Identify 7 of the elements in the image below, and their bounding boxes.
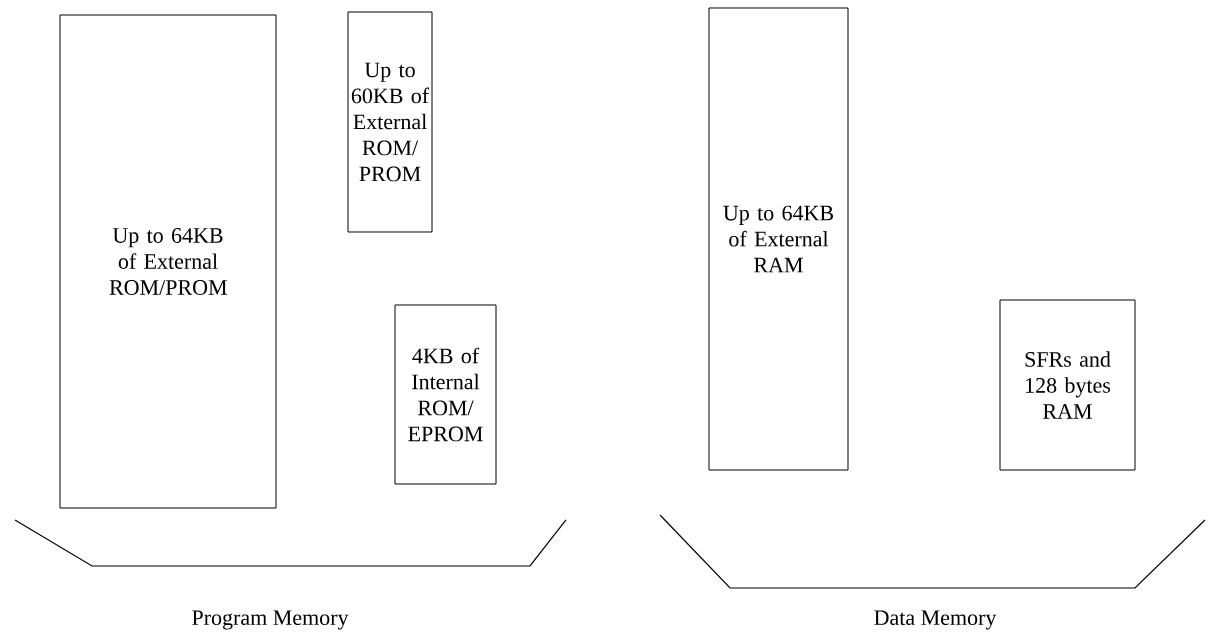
memory-box: Up to 64KB of External RAM (708, 7, 849, 471)
memory-box: SFRs and 128 bytes RAM (999, 299, 1136, 471)
memory-box: Up to 64KB of External ROM/PROM (59, 14, 277, 509)
bracket-label: Data Memory (874, 610, 997, 630)
memory-box: 4KB of Internal ROM/ EPROM (394, 304, 497, 485)
bracket-label: Program Memory (192, 610, 349, 630)
memory-box: Up to 60KB of External ROM/ PROM (347, 11, 433, 233)
